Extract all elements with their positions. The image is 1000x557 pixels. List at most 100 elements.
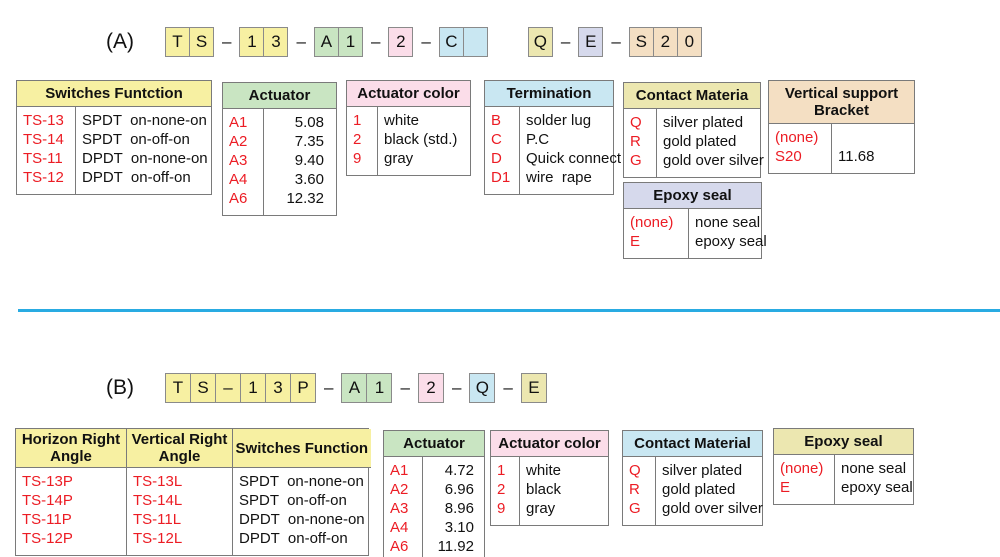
table-cell-text: 6.96 bbox=[444, 481, 474, 498]
code-dash: – bbox=[421, 32, 431, 51]
code-box: E bbox=[520, 373, 547, 403]
table-header: Contact Material bbox=[623, 431, 762, 457]
table-cell-text: 2 bbox=[497, 481, 506, 498]
table-header-text: Epoxy seal bbox=[804, 433, 883, 450]
table-cell-text: 1 bbox=[497, 462, 506, 479]
code-dash: – bbox=[370, 32, 381, 51]
table-header-text: Epoxy seal bbox=[653, 187, 732, 204]
table-cell-text: D1 bbox=[491, 169, 511, 186]
table-cell-text: white bbox=[526, 462, 562, 479]
table-cell-text: SPDT on-off-on bbox=[82, 131, 190, 148]
code-box-group: 2 bbox=[388, 27, 414, 57]
table-cell-text: silver plated bbox=[662, 462, 743, 479]
table-column: 11.68 bbox=[831, 124, 914, 173]
table-cell-text: TS-13P bbox=[22, 473, 73, 490]
table-cell-text: 3.10 bbox=[444, 519, 474, 536]
table-header-text: Bracket bbox=[813, 102, 870, 119]
table-cell-text: gray bbox=[384, 150, 414, 167]
code-dash: – bbox=[503, 378, 513, 397]
table-cell-text: 2 bbox=[353, 131, 362, 148]
table-header: Contact Materia bbox=[624, 83, 760, 109]
table-cell-text: E bbox=[780, 479, 791, 496]
table-cell-text: SPDT on-none-on bbox=[82, 112, 207, 129]
table-cell-text: TS-12 bbox=[23, 169, 64, 186]
table-cell-text: 9.40 bbox=[294, 152, 324, 169]
table-cell-text: Quick connect bbox=[526, 150, 622, 167]
code-dash: – bbox=[451, 378, 462, 397]
code-box: 3 bbox=[265, 373, 291, 403]
code-box: Q bbox=[469, 373, 496, 403]
table-cell-text: A4 bbox=[229, 171, 248, 188]
table-body: (none)S20 11.68 bbox=[769, 124, 914, 173]
table-header: Termination bbox=[485, 81, 613, 107]
code-box: 0 bbox=[676, 27, 702, 57]
table-cell-text: epoxy seal bbox=[841, 479, 913, 496]
code-box-group: 2 bbox=[417, 373, 444, 403]
code-box: 2 bbox=[652, 27, 678, 57]
table-header-text: Termination bbox=[506, 85, 592, 102]
table-cell-text: B bbox=[491, 112, 502, 129]
section-a-label: (A) bbox=[106, 30, 134, 53]
table-cell-text: D bbox=[491, 150, 502, 167]
table-cell-text: G bbox=[629, 500, 641, 517]
table-cell-text: 5.08 bbox=[294, 114, 324, 131]
table-cell-text: (none) bbox=[780, 460, 824, 477]
table-cell-text: black bbox=[526, 481, 562, 498]
table-cell-text: TS-12P bbox=[22, 530, 73, 547]
table-header: Actuator bbox=[384, 431, 484, 457]
table-cell-text: A3 bbox=[229, 152, 248, 169]
code-box: T bbox=[165, 27, 190, 57]
code-box: E bbox=[578, 27, 604, 57]
table-cell-text: (none) bbox=[775, 129, 819, 146]
table-cell-text: 12.32 bbox=[286, 190, 324, 207]
table-header-text: Switches Function bbox=[235, 439, 369, 457]
code-box: 1 bbox=[239, 27, 265, 57]
table-column-header: Switches Function bbox=[233, 429, 371, 468]
table-cell-text: none seal bbox=[695, 214, 761, 231]
table-column: (none)S20 bbox=[769, 124, 831, 173]
table-cell-text: C bbox=[491, 131, 502, 148]
table-cell-text: TS-13L bbox=[133, 473, 183, 490]
table-cell-text: E bbox=[630, 233, 641, 250]
table-header-text: Switches Funtction bbox=[45, 85, 183, 102]
code-box: S bbox=[190, 373, 216, 403]
table-cell-text: A2 bbox=[229, 133, 248, 150]
code-box: 2 bbox=[417, 373, 444, 403]
code-box: C bbox=[438, 27, 464, 57]
code-box: A bbox=[341, 373, 368, 403]
table-header-text: Contact Material bbox=[634, 435, 751, 452]
table-cell-text: gray bbox=[526, 500, 556, 517]
table-cell-text: 7.35 bbox=[294, 133, 324, 150]
table-header-text: Horizon Right bbox=[21, 431, 121, 448]
table-cell-text: R bbox=[630, 133, 641, 150]
code-box bbox=[462, 27, 488, 57]
